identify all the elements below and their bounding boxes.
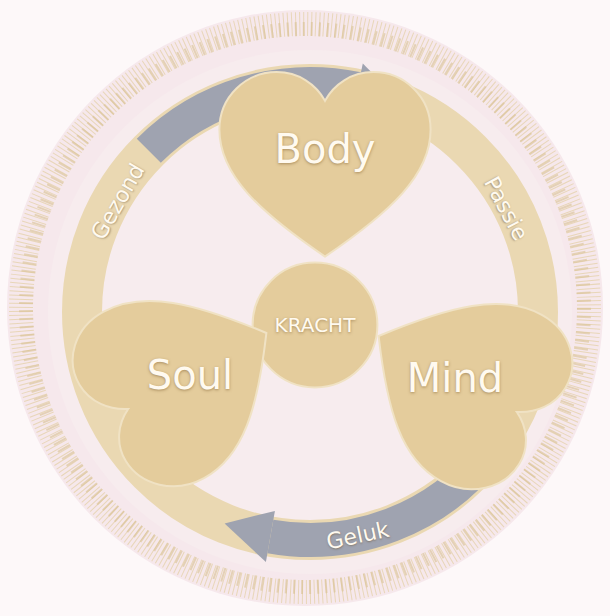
circle-node: KRACHT — [250, 260, 380, 390]
outer-disc — [7, 10, 603, 606]
heart-node: Mind — [350, 278, 560, 478]
node-title: Mind — [407, 355, 503, 401]
heart-node: Body — [215, 68, 435, 273]
arrow-head — [225, 511, 275, 562]
node-title: KRACHT — [275, 313, 356, 337]
heart-node: Soul — [85, 275, 295, 475]
node-title: Body — [275, 126, 376, 172]
node-title: Soul — [147, 352, 233, 398]
